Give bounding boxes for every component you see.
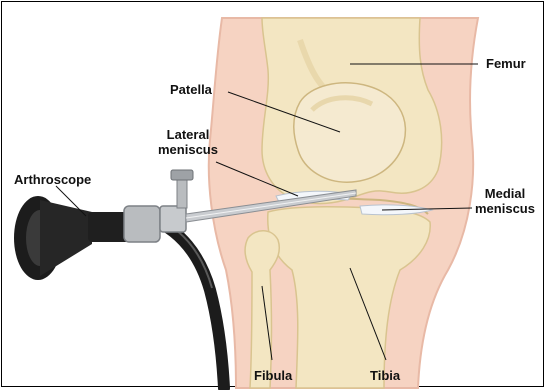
arthroscope-label: Arthroscope: [14, 172, 91, 187]
tibia-label: Tibia: [370, 368, 400, 383]
lateral-meniscus-label-line1: Lateral: [148, 127, 228, 142]
fibula-label: Fibula: [254, 368, 292, 383]
scope-coupler: [160, 206, 186, 232]
patella-label: Patella: [170, 82, 212, 97]
scope-light-post: [177, 178, 187, 208]
scope-light-cap: [171, 170, 193, 180]
lateral-meniscus-label-line2: meniscus: [148, 142, 228, 157]
medial-meniscus-label-line1: Medial: [466, 186, 544, 201]
medial-meniscus-label-line2: meniscus: [466, 201, 544, 216]
scope-cable: [150, 218, 224, 388]
femur-label: Femur: [486, 56, 526, 71]
scope-collar: [124, 206, 160, 242]
scope-eyepiece-body: [40, 200, 92, 276]
medial-meniscus-label: Medial meniscus: [466, 186, 544, 216]
lateral-meniscus-label: Lateral meniscus: [148, 127, 228, 157]
